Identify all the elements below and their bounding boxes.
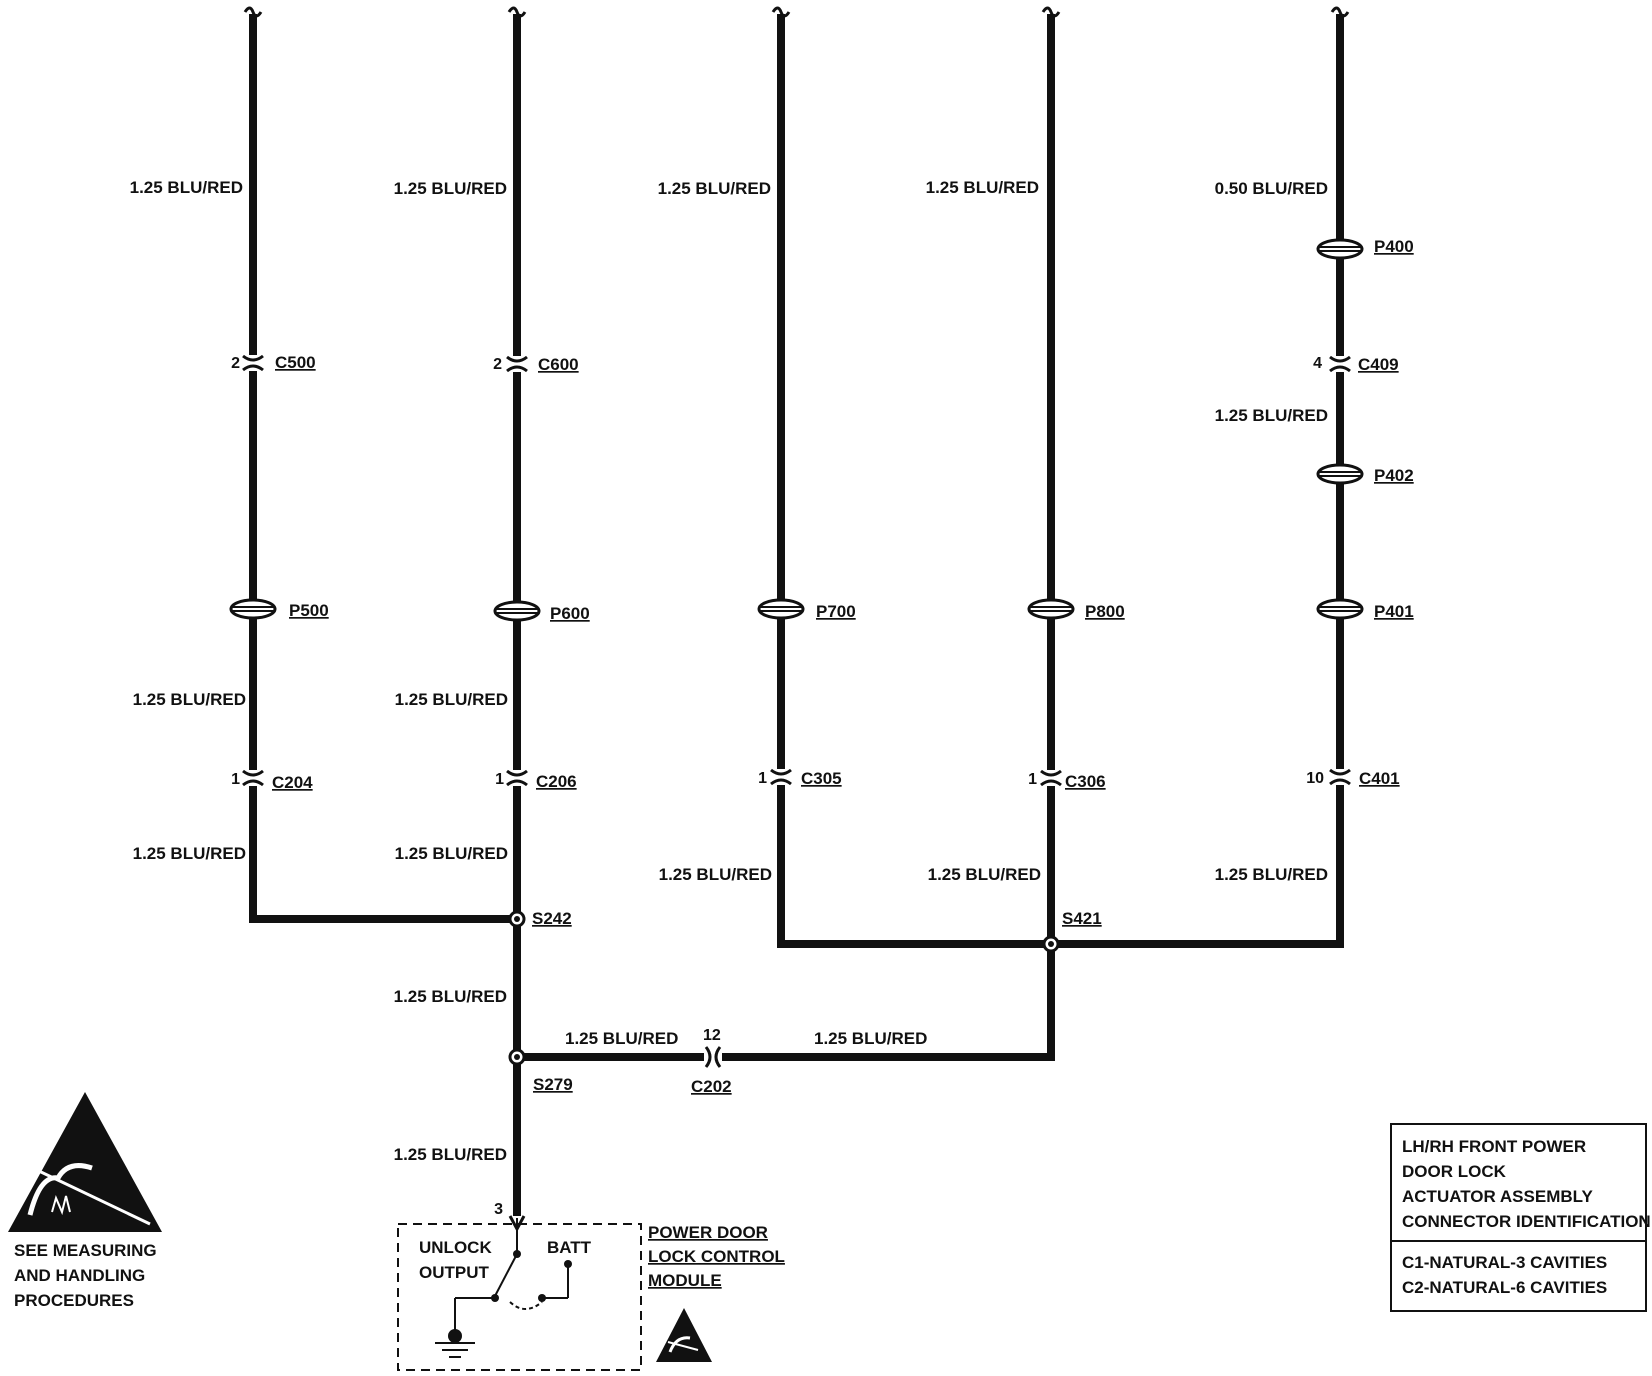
connector-identification-box: LH/RH FRONT POWER DOOR LOCK ACTUATOR ASS… (1390, 1123, 1651, 1312)
wire-label: 1.25 BLU/RED (394, 987, 507, 1006)
pin-number: 3 (494, 1201, 503, 1218)
splice-label: S279 (533, 1075, 573, 1094)
column-c4: 1.25 BLU/RED P800 1 C306 1.25 BLU/RED (926, 178, 1125, 884)
wire-label: 1.25 BLU/RED (133, 844, 246, 863)
wire-label: 1.25 BLU/RED (1215, 865, 1328, 884)
connector-label: C600 (538, 355, 579, 374)
column-c2: 1.25 BLU/RED 2 C600 P600 1.25 BLU/RED 1 … (394, 179, 590, 863)
esd-warning-icon (8, 1092, 162, 1232)
wire-label: 1.25 BLU/RED (395, 844, 508, 863)
module-name: MODULE (648, 1271, 722, 1290)
splice-s242: S242 (508, 909, 572, 928)
splice-s279: S279 (508, 1048, 573, 1094)
connector-label: P700 (816, 602, 856, 621)
pin-number: 12 (703, 1027, 721, 1044)
splice-s421: S421 (1042, 909, 1102, 953)
wire-break-marks (243, 6, 1350, 18)
column-c1: 1.25 BLU/RED 2 C500 P500 1.25 BLU/RED 1 … (130, 178, 329, 863)
unlock-output-label: OUTPUT (419, 1263, 490, 1282)
esd-note-text: PROCEDURES (14, 1291, 134, 1310)
box-title: DOOR LOCK (1402, 1162, 1507, 1181)
connector-label: P500 (289, 601, 329, 620)
box-title: CONNECTOR IDENTIFICATION (1402, 1212, 1651, 1231)
power-door-lock-module: 3 UNLOCK OUTPUT BATT POWER DOOR LOCK CON… (397, 1201, 785, 1371)
connector-label: C500 (275, 353, 316, 372)
connector-label: P600 (550, 604, 590, 623)
switch-icon (494, 1253, 518, 1297)
c1-identification: C1-NATURAL-3 CAVITIES (1402, 1253, 1607, 1272)
wire-label: 0.50 BLU/RED (1215, 179, 1328, 198)
splice-label: S421 (1062, 909, 1102, 928)
esd-warning: SEE MEASURING AND HANDLING PROCEDURES (8, 1092, 162, 1310)
pin-number: 10 (1306, 770, 1324, 787)
connector-label: C305 (801, 769, 842, 788)
column-c5: 0.50 BLU/RED P400 4 C409 1.25 BLU/RED P4… (1215, 179, 1414, 884)
pin-number: 1 (231, 771, 240, 788)
connector-label: P401 (1374, 602, 1414, 621)
pin-number: 2 (493, 356, 502, 373)
connector-label: P800 (1085, 602, 1125, 621)
wire-label: 1.25 BLU/RED (1215, 406, 1328, 425)
c2-identification: C2-NATURAL-6 CAVITIES (1402, 1278, 1607, 1297)
box-title: ACTUATOR ASSEMBLY (1402, 1187, 1593, 1206)
connector-label: C206 (536, 772, 577, 791)
wire-label: 1.25 BLU/RED (658, 179, 771, 198)
wire-label: 1.25 BLU/RED (659, 865, 772, 884)
esd-note-text: SEE MEASURING (14, 1241, 157, 1260)
wire-label: 1.25 BLU/RED (130, 178, 243, 197)
pin-number: 1 (495, 771, 504, 788)
ground-icon (435, 1342, 475, 1358)
wire-label: 1.25 BLU/RED (395, 690, 508, 709)
connector-label: P400 (1374, 237, 1414, 256)
wire-label: 1.25 BLU/RED (814, 1029, 927, 1048)
pin-number: 1 (1028, 771, 1037, 788)
splice-label: S242 (532, 909, 572, 928)
connector-label: C401 (1359, 769, 1400, 788)
wire-label: 1.25 BLU/RED (565, 1029, 678, 1048)
module-name: LOCK CONTROL (648, 1247, 785, 1266)
connector-label: C409 (1358, 355, 1399, 374)
batt-label: BATT (547, 1238, 592, 1257)
esd-note-text: AND HANDLING (14, 1266, 145, 1285)
connector-label: C202 (691, 1077, 732, 1096)
wire-label: 1.25 BLU/RED (394, 179, 507, 198)
wire-label: 1.25 BLU/RED (394, 1145, 507, 1164)
pin-number: 1 (758, 770, 767, 787)
wire-label: 1.25 BLU/RED (928, 865, 1041, 884)
unlock-output-label: UNLOCK (419, 1238, 492, 1257)
pin-number: 4 (1313, 355, 1322, 372)
wire-label: 1.25 BLU/RED (926, 178, 1039, 197)
esd-warning-icon (656, 1308, 712, 1362)
module-name: POWER DOOR (648, 1223, 768, 1242)
column-c3: 1.25 BLU/RED P700 1 C305 1.25 BLU/RED (658, 179, 856, 884)
wire-label: 1.25 BLU/RED (133, 690, 246, 709)
connector-label: C204 (272, 773, 313, 792)
connector-c202: 12 C202 (691, 1027, 732, 1096)
pin-number: 2 (231, 355, 240, 372)
connector-label: C306 (1065, 772, 1106, 791)
box-title: LH/RH FRONT POWER (1402, 1137, 1586, 1156)
connector-label: P402 (1374, 466, 1414, 485)
